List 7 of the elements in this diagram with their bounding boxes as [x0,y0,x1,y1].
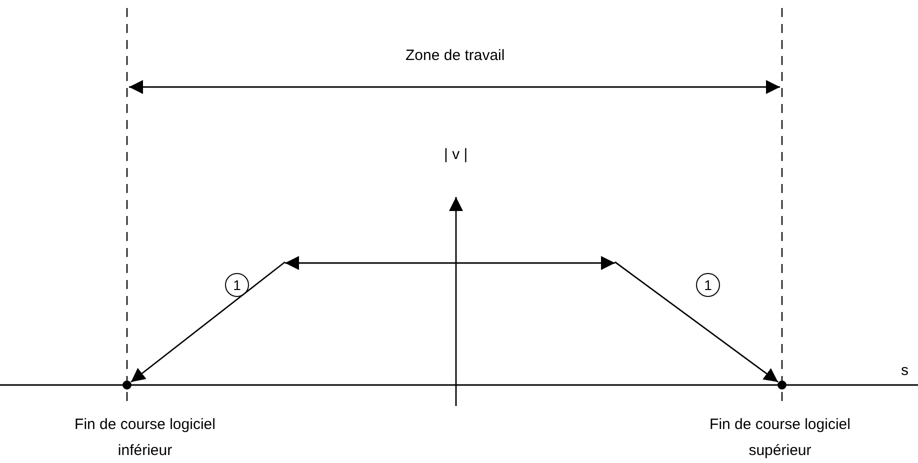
axis-label: s [901,361,908,381]
limit-label: Fin de course logiciel supérieur [708,415,852,461]
callout-number: 1 [696,273,720,297]
limit-label: Fin de course logiciel inférieur [74,415,216,461]
axis-label: | v | [444,145,468,165]
dimension-label: Zone de travail [406,46,505,66]
callout-number: 1 [225,273,249,297]
